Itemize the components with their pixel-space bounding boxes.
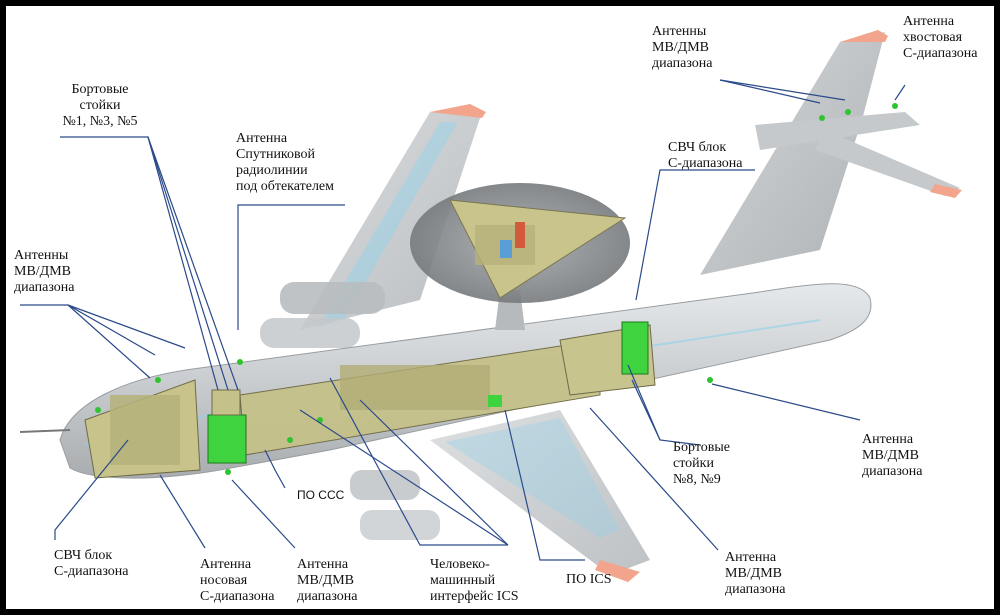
label-nose-c-band-antenna: Антенна носовая С-диапазона [200,557,275,604]
label-racks-8-9: Бортовые стойки №8, №9 [673,440,731,487]
green-elements [95,103,898,475]
engines [260,282,385,348]
label-racks-1-3-5: Бортовые стойки №1, №3, №5 [62,82,138,129]
leader-lines [20,79,906,561]
label-sss-software: ПО ССС [297,488,345,502]
label-hmi-ics: Человеко- машинный интерфейс ICS [430,557,519,604]
label-microwave-unit-top: СВЧ блок С-диапазона [668,140,743,171]
label-microwave-unit-bottom: СВЧ блок С-диапазона [54,548,129,579]
label-ics-software: ПО ICS [566,572,612,587]
label-vhf-uhf-antenna-bottom-right: Антенна МВ/ДМВ диапазона [725,550,786,597]
label-satellite-antenna: Антенна Спутниковой радиолинии под обтек… [236,131,334,194]
radome [410,183,630,330]
label-tail-c-band-antenna: Антенна хвостовая С-диапазона [903,14,978,61]
upper-wing [300,104,486,330]
label-vhf-uhf-antennas-top: Антенны МВ/ДМВ диапазона [652,24,713,71]
lower-wing [350,410,650,582]
vertical-tail [700,30,962,275]
label-vhf-uhf-antennas-left: Антенны МВ/ДМВ диапазона [14,248,75,295]
label-vhf-uhf-antenna-bottom: Антенна МВ/ДМВ диапазона [297,557,358,604]
label-vhf-uhf-antenna-right: Антенна МВ/ДМВ диапазона [862,432,923,479]
